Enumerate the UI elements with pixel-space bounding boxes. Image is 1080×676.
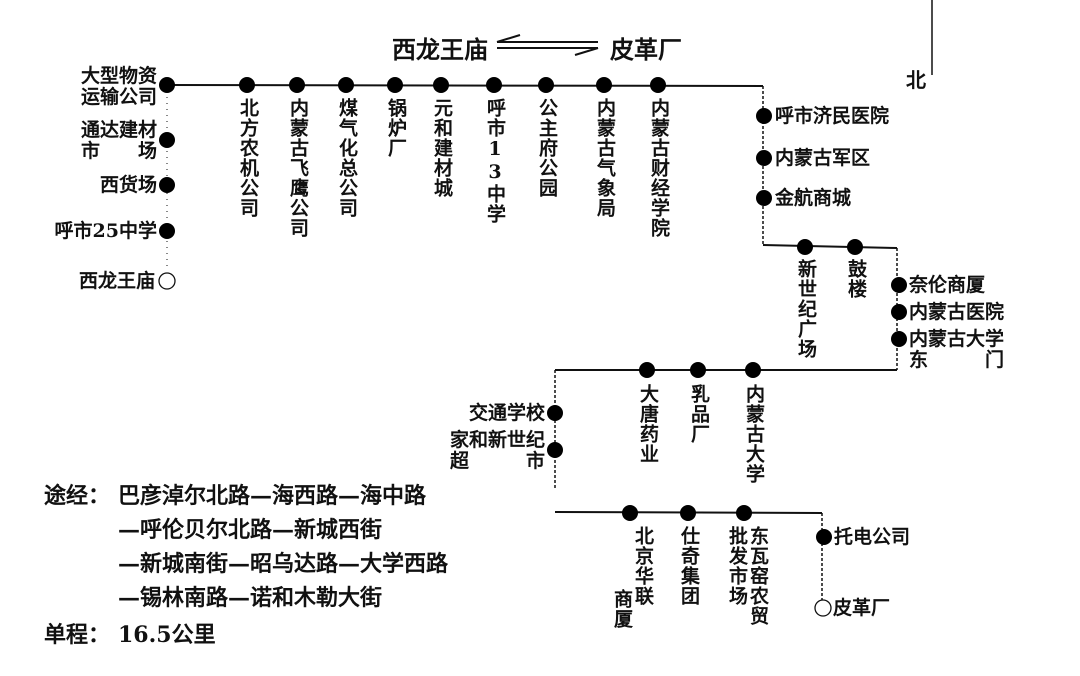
stop-marker[interactable] xyxy=(538,77,554,93)
stop-label[interactable]: 奈伦商厦 xyxy=(909,274,986,296)
route-segment-row2 xyxy=(762,244,898,249)
route-distance-label: 单程： xyxy=(44,622,111,648)
stop-label-line: 东瓦窑农贸 xyxy=(747,526,769,626)
stop-label[interactable]: 内蒙古飞鹰公司 xyxy=(287,98,309,238)
stop-marker[interactable] xyxy=(547,405,563,421)
stop-label-multiline[interactable]: 内蒙古大学 东 门 xyxy=(909,329,1004,371)
stop-label-line: 运输公司 xyxy=(80,86,157,108)
stop-label[interactable]: 内蒙古医院 xyxy=(909,301,1005,323)
stop-label[interactable]: 大唐药业 xyxy=(637,384,659,464)
terminal-label-end[interactable]: 皮革厂 xyxy=(833,597,891,619)
stop-label-line: 东 门 xyxy=(909,349,1005,371)
stop-label[interactable]: 元和建材城 xyxy=(431,98,453,198)
stop-marker[interactable] xyxy=(547,442,563,458)
stop-label-line: 内蒙古大学 xyxy=(909,328,1005,350)
stop-label-multiline[interactable]: 家和新世纪 超 市 xyxy=(450,430,545,472)
stop-label[interactable]: 北方农机公司 xyxy=(237,98,259,218)
stop-label-line: 大型物资 xyxy=(80,65,157,87)
stop-marker[interactable] xyxy=(756,108,772,124)
stop-label-left-4[interactable]: 呼市25中学 xyxy=(54,220,157,242)
stop-label-multiline[interactable]: 东瓦窑农贸 批发市场 xyxy=(726,526,769,626)
stop-label-line: 商厦 xyxy=(611,589,633,629)
stop-marker[interactable] xyxy=(433,77,449,93)
title-destination: 皮革厂 xyxy=(610,35,682,64)
route-via-label: 途经： xyxy=(44,483,111,509)
stop-marker[interactable] xyxy=(159,77,175,93)
stop-marker[interactable] xyxy=(797,239,813,255)
stop-marker[interactable] xyxy=(639,362,655,378)
stop-marker[interactable] xyxy=(159,177,175,193)
stop-label[interactable]: 交通学校 xyxy=(468,402,545,424)
stop-marker[interactable] xyxy=(338,77,354,93)
stop-label[interactable]: 内蒙古大学 xyxy=(743,384,765,484)
stop-label-left-3[interactable]: 西货场 xyxy=(99,174,157,196)
stop-label[interactable]: 内蒙古军区 xyxy=(775,147,871,169)
stop-label[interactable]: 鼓楼 xyxy=(845,259,867,299)
stop-label-left-1[interactable]: 大型物资 运输公司 xyxy=(81,66,157,108)
stop-marker[interactable] xyxy=(159,223,175,239)
stop-marker[interactable] xyxy=(596,77,612,93)
stop-label[interactable]: 托电公司 xyxy=(834,526,911,548)
terminal-marker-end[interactable] xyxy=(814,599,832,617)
title-origin: 西龙王庙 xyxy=(392,35,488,64)
stop-marker[interactable] xyxy=(239,77,255,93)
stop-marker[interactable] xyxy=(847,239,863,255)
terminal-label-start[interactable]: 西龙王庙 xyxy=(78,270,155,292)
route-via-line: 巴彦淖尔北路—海西路—海中路 xyxy=(118,483,427,509)
stop-marker[interactable] xyxy=(816,529,832,545)
north-label: 北 xyxy=(906,68,926,92)
stop-marker[interactable] xyxy=(891,277,907,293)
stop-marker[interactable] xyxy=(622,505,638,521)
stop-label[interactable]: 乳品厂 xyxy=(688,384,710,444)
stop-label-line: 家和新世纪 xyxy=(449,429,545,451)
stop-label[interactable]: 仕奇集团 xyxy=(678,526,700,606)
route-via-line: —新城南街—昭乌达路—大学西路 xyxy=(118,551,449,577)
stop-label[interactable]: 金航商城 xyxy=(775,187,852,209)
bidirectional-arrow-icon xyxy=(496,34,599,56)
stop-marker[interactable] xyxy=(891,304,907,320)
stop-label-line: 北京华联 xyxy=(632,526,654,606)
stop-label[interactable]: 呼市13中学 xyxy=(484,98,506,224)
stop-label[interactable]: 新世纪广场 xyxy=(795,259,817,359)
stop-marker[interactable] xyxy=(680,505,696,521)
stop-label-line: 市 场 xyxy=(80,140,157,162)
stop-marker[interactable] xyxy=(690,362,706,378)
stop-marker[interactable] xyxy=(289,77,305,93)
stop-marker[interactable] xyxy=(891,331,907,347)
route-distance-value: 16.5公里 xyxy=(118,622,216,648)
stop-marker[interactable] xyxy=(745,362,761,378)
stop-marker[interactable] xyxy=(159,132,175,148)
stop-label[interactable]: 锅炉厂 xyxy=(385,98,407,158)
stop-label-line: 批发市场 xyxy=(726,526,748,606)
stop-label-line: 超 市 xyxy=(449,450,545,472)
route-via-line: —锡林南路—诺和木勒大街 xyxy=(118,585,383,611)
stop-label[interactable]: 公主府公园 xyxy=(536,98,558,198)
route-segment-row1 xyxy=(166,84,764,87)
stop-label[interactable]: 煤气化总公司 xyxy=(336,98,358,218)
stop-label[interactable]: 呼市济民医院 xyxy=(775,105,890,127)
stop-marker[interactable] xyxy=(650,77,666,93)
stop-label-multiline[interactable]: 北京华联 商厦 xyxy=(611,526,654,629)
stop-marker[interactable] xyxy=(387,77,403,93)
terminal-marker-start[interactable] xyxy=(158,272,176,290)
stop-marker[interactable] xyxy=(736,505,752,521)
stop-label-line: 通达建材 xyxy=(80,119,157,141)
stop-marker[interactable] xyxy=(756,190,772,206)
stop-marker[interactable] xyxy=(756,150,772,166)
stop-label[interactable]: 内蒙古气象局 xyxy=(594,98,616,218)
stop-label-left-2[interactable]: 通达建材 市 场 xyxy=(81,120,157,162)
stop-label[interactable]: 内蒙古财经学院 xyxy=(648,98,670,238)
route-via-line: —呼伦贝尔北路—新城西街 xyxy=(118,517,383,543)
stop-marker[interactable] xyxy=(486,77,502,93)
